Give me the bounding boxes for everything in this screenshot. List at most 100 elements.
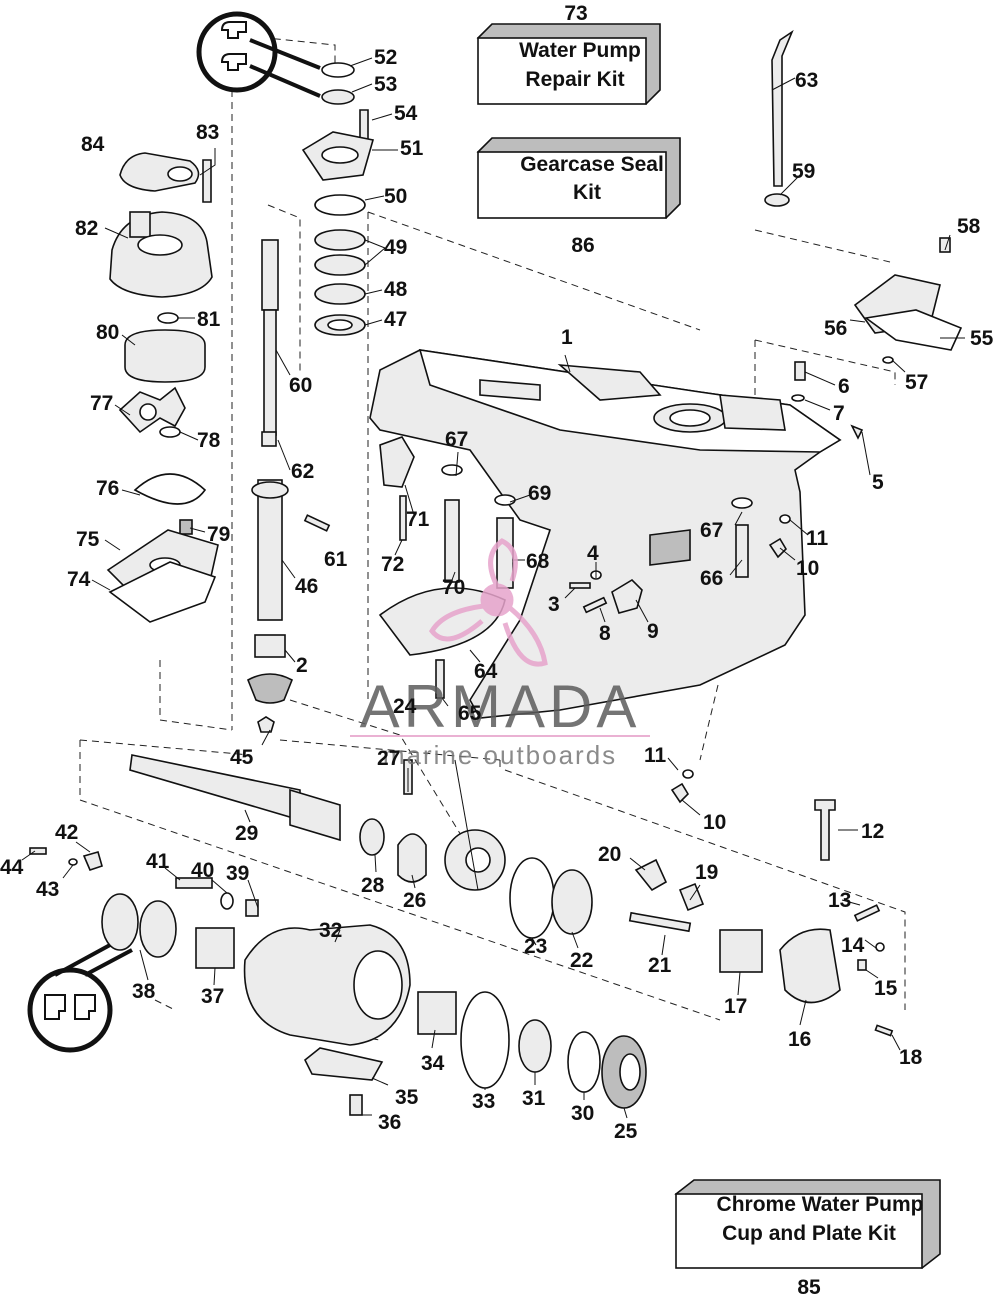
callout-75: 75	[76, 528, 100, 551]
callout-38: 38	[132, 980, 156, 1003]
callout-27: 27	[377, 747, 400, 770]
callout-61: 61	[324, 548, 348, 571]
callout-71: 71	[406, 508, 430, 531]
callout-63: 63	[795, 69, 818, 92]
callout-12: 12	[861, 820, 884, 843]
callout-6: 6	[838, 375, 850, 398]
kit-box-gearcase-seal: Gearcase Seal Kit 86	[476, 137, 681, 257]
callout-45: 45	[230, 746, 254, 769]
callout-62: 62	[291, 460, 314, 483]
callout-18: 18	[899, 1046, 923, 1069]
kit-label-line2: Kit	[573, 181, 601, 204]
callout-83: 83	[196, 121, 219, 144]
callout-43: 43	[36, 878, 59, 901]
callout-15: 15	[874, 977, 898, 1000]
callout-80: 80	[96, 321, 119, 344]
callout-11: 11	[806, 527, 829, 550]
callout-7: 7	[833, 402, 845, 425]
callout-8: 8	[599, 622, 611, 645]
watermark-tagline: marine outboards	[383, 740, 617, 770]
seal-detail-inset-top	[196, 11, 321, 98]
kit-label-line1: Chrome Water Pump	[717, 1193, 924, 1216]
propeller-logo-icon	[428, 538, 548, 667]
callout-67-right: 67	[700, 519, 723, 542]
kit-label-line1: Gearcase Seal	[520, 153, 664, 176]
callout-74: 74	[67, 568, 91, 591]
callout-57: 57	[905, 371, 928, 394]
callout-60: 60	[289, 374, 312, 397]
callout-1: 1	[561, 326, 573, 349]
seal-detail-inset-bottom	[27, 943, 133, 1053]
callout-59: 59	[792, 160, 815, 183]
callout-32: 32	[319, 919, 342, 942]
callout-25: 25	[614, 1120, 638, 1143]
callout-49: 49	[384, 236, 407, 259]
callout-36: 36	[378, 1111, 401, 1134]
callout-10: 10	[796, 557, 819, 580]
callout-65: 65	[458, 702, 482, 725]
kit-box-chrome-water-pump-cup: Chrome Water Pump Cup and Plate Kit 85	[674, 1179, 941, 1299]
callout-14: 14	[841, 934, 865, 957]
callout-labels: 1 2 3 4 5 6 7 8 9 10 10 11 11 12 13 14 1…	[0, 46, 994, 1143]
callout-41: 41	[146, 850, 170, 873]
callout-33: 33	[472, 1090, 495, 1113]
callout-78: 78	[197, 429, 221, 452]
callout-52: 52	[374, 46, 397, 69]
callout-68: 68	[526, 550, 550, 573]
callout-39: 39	[226, 862, 249, 885]
callout-34: 34	[421, 1052, 445, 1075]
kit-number: 73	[564, 2, 587, 25]
callout-50: 50	[384, 185, 407, 208]
callout-35: 35	[395, 1086, 419, 1109]
callout-leaders	[21, 57, 965, 1119]
gearcase-housing	[369, 349, 842, 719]
callout-58: 58	[957, 215, 981, 238]
callout-5: 5	[872, 471, 884, 494]
kit-box-water-pump-repair: Water Pump Repair Kit 73	[476, 2, 661, 105]
kit-label-line1: Water Pump	[519, 39, 641, 62]
callout-66: 66	[700, 567, 723, 590]
callout-40: 40	[191, 859, 214, 882]
callout-21: 21	[648, 954, 672, 977]
kit-number: 85	[797, 1276, 821, 1299]
callout-23: 23	[524, 935, 547, 958]
callout-55: 55	[970, 327, 994, 350]
callout-29: 29	[235, 822, 258, 845]
callout-54: 54	[394, 102, 418, 125]
callout-44: 44	[0, 856, 24, 879]
callout-10-lower: 10	[703, 811, 726, 834]
watermark-brand: ARMADA	[360, 673, 641, 740]
callout-72: 72	[381, 553, 404, 576]
water-pump-assembly	[106, 152, 219, 623]
callout-70: 70	[442, 576, 465, 599]
callout-79: 79	[207, 523, 230, 546]
kit-label-line2: Cup and Plate Kit	[722, 1222, 896, 1245]
driveshaft-assembly	[246, 62, 375, 733]
callout-56: 56	[824, 317, 847, 340]
callout-37: 37	[201, 985, 224, 1008]
callout-17: 17	[724, 995, 747, 1018]
callout-48: 48	[384, 278, 408, 301]
callout-51: 51	[400, 137, 424, 160]
propshaft-assembly	[29, 754, 894, 1116]
armada-watermark: ARMADA marine outboards	[350, 538, 650, 770]
callout-22: 22	[570, 949, 593, 972]
callout-3: 3	[548, 593, 560, 616]
callout-13: 13	[828, 889, 851, 912]
callout-28: 28	[361, 874, 385, 897]
callout-4: 4	[587, 542, 599, 565]
callout-76: 76	[96, 477, 119, 500]
callout-77: 77	[90, 392, 113, 415]
callout-11-lower: 11	[644, 744, 667, 767]
watermark-rule	[350, 735, 650, 737]
callout-42: 42	[55, 821, 78, 844]
callout-30: 30	[571, 1102, 594, 1125]
callout-26: 26	[403, 889, 426, 912]
callout-16: 16	[788, 1028, 811, 1051]
callout-31: 31	[522, 1087, 546, 1110]
callout-19: 19	[695, 861, 718, 884]
callout-2: 2	[296, 654, 308, 677]
callout-9: 9	[647, 620, 659, 643]
callout-20: 20	[598, 843, 621, 866]
